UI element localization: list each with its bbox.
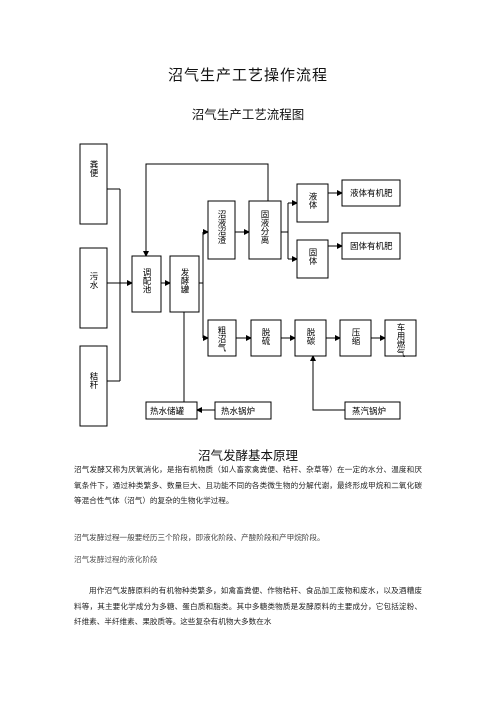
flowchart-title: 沼气生产工艺流程图 bbox=[191, 107, 305, 122]
flow-connectors bbox=[107, 163, 386, 413]
node-manure: 粪便 bbox=[79, 143, 108, 225]
node-straw: 秸秆 bbox=[79, 345, 108, 427]
node-mix-tank: 调配池 bbox=[131, 255, 162, 313]
node-raw-biogas: 粗沼气 bbox=[207, 319, 237, 357]
svg-text:蒸汽锅炉: 蒸汽锅炉 bbox=[352, 406, 386, 417]
svg-text:固液分离: 固液分离 bbox=[259, 210, 269, 245]
subsection-heading: 沼气发酵过程的液化阶段 bbox=[74, 555, 158, 564]
node-desulfurization: 脱硫 bbox=[250, 319, 282, 357]
node-solid-fertilizer: 固体有机肥 bbox=[341, 232, 401, 260]
node-steam-boiler: 蒸汽锅炉 bbox=[344, 401, 401, 420]
node-hot-water-tank: 热水储罐 bbox=[145, 401, 198, 420]
paragraph-stages: 沼气发酵过程一般要经历三个阶段，即液化阶段、产酸阶段和产甲烷阶段。 bbox=[74, 533, 325, 542]
svg-text:固体: 固体 bbox=[307, 248, 317, 266]
svg-text:粗沼气: 粗沼气 bbox=[216, 325, 226, 351]
svg-text:沼液沼渣: 沼液沼渣 bbox=[216, 210, 226, 245]
svg-text:车用燃气: 车用燃气 bbox=[395, 322, 405, 357]
paragraph-definition: 沼气发酵又称为厌氧消化，是指有机物质（如人畜家禽粪便、秸秆、杂草等）在一定的水分… bbox=[74, 465, 422, 506]
node-vehicle-gas: 车用燃气 bbox=[384, 319, 417, 357]
section-title: 沼气发酵基本原理 bbox=[197, 448, 298, 463]
node-decarbonization: 脱碳 bbox=[294, 319, 327, 357]
connector bbox=[310, 355, 345, 411]
document-title: 沼气生产工艺操作流程 bbox=[167, 66, 328, 84]
node-solid: 固体 bbox=[296, 239, 329, 279]
node-residue: 沼液沼渣 bbox=[207, 200, 236, 260]
node-liquid-fertilizer: 液体有机肥 bbox=[341, 179, 401, 207]
svg-text:粪便: 粪便 bbox=[88, 159, 98, 178]
svg-text:调配池: 调配池 bbox=[141, 268, 151, 294]
svg-text:液体有机肥: 液体有机肥 bbox=[350, 188, 393, 199]
node-liquid: 液体 bbox=[296, 183, 329, 223]
svg-text:热水锅炉: 热水锅炉 bbox=[221, 406, 255, 417]
svg-text:脱碳: 脱碳 bbox=[305, 327, 315, 346]
svg-text:秸秆: 秸秆 bbox=[88, 371, 98, 390]
svg-text:固体有机肥: 固体有机肥 bbox=[350, 241, 393, 252]
svg-text:发酵罐: 发酵罐 bbox=[179, 267, 189, 294]
node-wastewater: 污水 bbox=[79, 247, 108, 329]
svg-text:压缩: 压缩 bbox=[350, 328, 360, 346]
svg-text:脱硫: 脱硫 bbox=[260, 327, 270, 346]
node-separator: 固液分离 bbox=[248, 200, 282, 260]
node-hot-water-boiler: 热水锅炉 bbox=[214, 401, 272, 420]
paragraph-liquefaction: 用作沼气发酵原料的有机物种类繁多，如禽畜粪便、作物秸秆、食品加工废物和废水，以及… bbox=[74, 586, 422, 627]
svg-text:污水: 污水 bbox=[88, 271, 98, 289]
node-digester: 发酵罐 bbox=[169, 255, 200, 313]
svg-text:液体: 液体 bbox=[307, 191, 317, 210]
node-compression: 压缩 bbox=[339, 319, 372, 357]
connector bbox=[143, 163, 269, 257]
svg-text:热水储罐: 热水储罐 bbox=[150, 406, 185, 417]
